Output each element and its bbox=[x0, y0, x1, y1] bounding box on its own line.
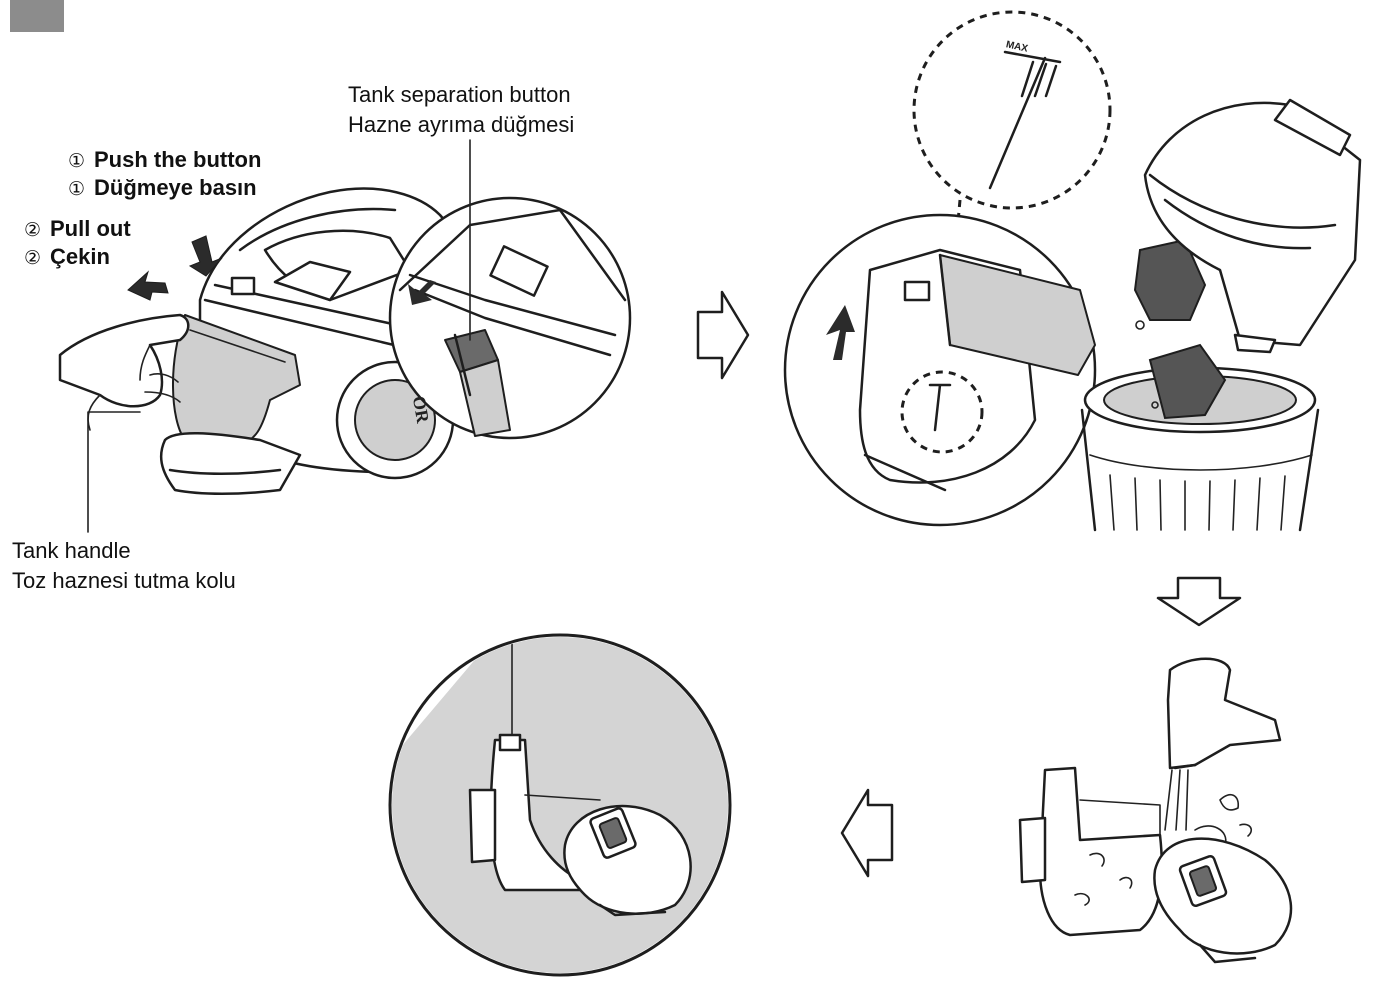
tank-handle-label-tr: Toz haznesi tutma kolu bbox=[12, 568, 236, 593]
pull-out-text: Pull out bbox=[50, 216, 131, 241]
push-button-instruction: ① Push the button bbox=[68, 146, 261, 176]
push-button-instruction-tr: ① Düğmeye basın bbox=[68, 174, 257, 204]
svg-text:OR: OR bbox=[409, 394, 434, 425]
pull-out-instruction: ② Pull out bbox=[24, 215, 131, 245]
max-mark-label: MAX bbox=[1005, 39, 1029, 54]
step-number-1: ① bbox=[68, 151, 86, 172]
step-number-1-tr: ① bbox=[68, 179, 86, 200]
vacuum-cleaner-drawing bbox=[58, 187, 472, 533]
arrow-left bbox=[840, 788, 894, 878]
tank-separation-label-en: Tank separation button bbox=[348, 82, 571, 107]
corner-marker bbox=[10, 0, 64, 32]
arrow-right bbox=[696, 290, 750, 380]
empty-tank-drawing: MAX bbox=[783, 10, 1112, 527]
push-button-text: Push the button bbox=[94, 147, 262, 172]
separation-button-zoom: OR bbox=[388, 139, 632, 440]
drying-drawing bbox=[388, 633, 732, 977]
trash-bin-drawing bbox=[1080, 98, 1362, 532]
push-button-text-tr: Düğmeye basın bbox=[94, 175, 257, 200]
step-number-2: ② bbox=[24, 220, 42, 241]
pull-out-text-tr: Çekin bbox=[50, 244, 110, 269]
arrow-down bbox=[1156, 576, 1242, 627]
washing-drawing bbox=[1018, 657, 1293, 964]
step-number-2-tr: ② bbox=[24, 248, 42, 269]
tank-handle-label-en: Tank handle bbox=[12, 538, 131, 563]
tank-separation-label-tr: Hazne ayrıma düğmesi bbox=[348, 112, 575, 137]
pull-out-instruction-tr: ② Çekin bbox=[24, 243, 110, 273]
